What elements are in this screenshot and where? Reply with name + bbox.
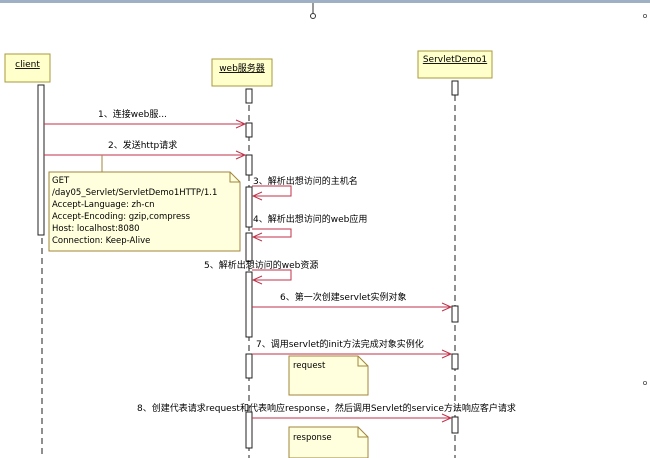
activation-bar-servletdemo1 [451,416,459,434]
note-response[interactable]: response [288,426,369,458]
message-8[interactable]: 8、创建代表请求request和代表响应response，然后调用Servlet… [137,402,516,423]
participant-label: ServletDemo1 [423,55,487,65]
note-line: Host: localhost:8080 [52,224,140,234]
top-connector-handle[interactable] [310,13,316,19]
participant-client[interactable]: client [4,53,51,83]
lifeline-head-servletdemo1 [451,80,459,96]
message-2[interactable]: 2、发送http请求 [44,139,247,160]
activation-bar-web-server [245,271,253,338]
note-line: GET [52,176,70,186]
message-label: 3、解析出想访问的主机名 [253,175,358,187]
edge-handle[interactable] [643,380,648,385]
message-6[interactable]: 6、第一次创建servlet实例对象 [252,291,453,312]
note-request[interactable]: request [288,355,369,396]
message-4[interactable]: 4、解析出想访问的web应用 [251,213,367,242]
activation-bar-web-server [245,122,253,138]
message-label: 7、调用servlet的init方法完成对象实例化 [256,338,424,350]
participant-web-server[interactable]: web服务器 [211,58,273,87]
activation-bar-web-server [245,353,253,379]
note-label: response [293,433,332,443]
note-line: Connection: Keep-Alive [52,236,150,246]
participant-label: client [15,60,40,70]
message-7[interactable]: 7、调用servlet的init方法完成对象实例化 [252,338,453,359]
lifeline-head-web-server [245,88,253,104]
note-line: /day05_Servlet/ServletDemo1HTTP/1.1 [52,188,217,198]
message-label: 5、解析出想访问的web资源 [204,259,318,271]
participant-label: web服务器 [219,62,265,74]
edge-handle[interactable] [643,13,648,18]
message-1[interactable]: 1、连接web服... [44,108,247,129]
activation-bar-web-server [245,411,253,449]
message-3[interactable]: 3、解析出想访问的主机名 [251,175,358,201]
message-label: 1、连接web服... [98,108,167,120]
activation-bar-client [37,84,45,236]
note-http-request[interactable]: GET /day05_Servlet/ServletDemo1HTTP/1.1 … [48,155,241,252]
activation-bar-web-server [245,186,253,228]
activation-bar-servletdemo1 [451,353,459,370]
activation-bar-web-server [245,154,253,176]
note-line: Accept-Language: zh-cn [52,200,155,210]
note-line: Accept-Encoding: gzip,compress [52,212,191,222]
message-label: 2、发送http请求 [108,139,177,151]
message-label: 8、创建代表请求request和代表响应response，然后调用Servlet… [137,402,516,414]
message-5[interactable]: 5、解析出想访问的web资源 [204,259,318,285]
note-label: request [293,361,326,371]
participant-servletdemo1[interactable]: ServletDemo1 [417,50,493,79]
message-label: 6、第一次创建servlet实例对象 [280,291,407,303]
message-label: 4、解析出想访问的web应用 [253,213,367,225]
activation-bar-servletdemo1 [451,305,459,323]
activation-bar-web-server [245,232,253,262]
top-bar [0,0,650,3]
